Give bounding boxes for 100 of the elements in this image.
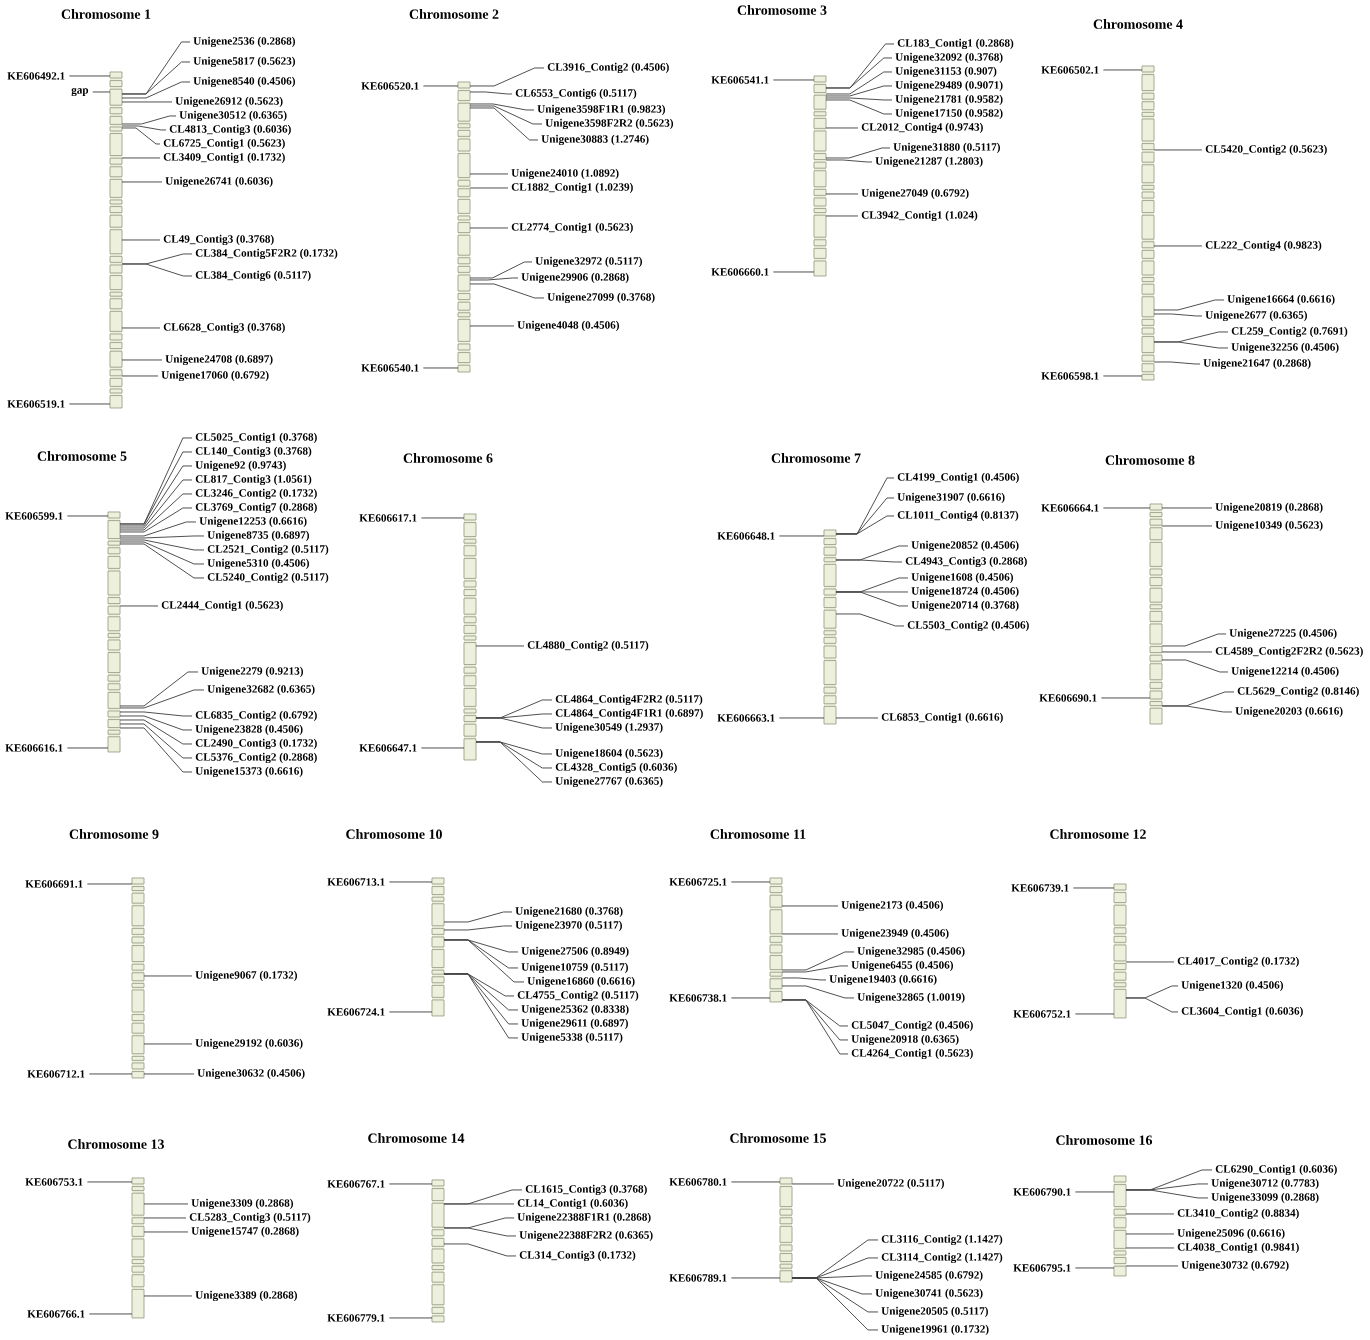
leader-line <box>835 613 905 627</box>
leader-line <box>825 159 873 163</box>
leader-line <box>119 507 193 533</box>
leader-line <box>86 1181 133 1183</box>
leader-line <box>1125 1265 1179 1267</box>
leader-line <box>88 1313 133 1315</box>
leader-line <box>143 1073 195 1075</box>
leader-line <box>730 1181 781 1183</box>
leader-line <box>119 535 205 539</box>
leader-line <box>121 263 193 277</box>
leader-line <box>1074 1267 1115 1269</box>
leader-line <box>119 521 197 537</box>
leader-line <box>420 747 465 749</box>
leader-line <box>469 105 543 125</box>
leader-line <box>119 479 193 529</box>
leader-line <box>443 911 513 923</box>
leader-line <box>119 723 193 759</box>
leader-line <box>781 905 839 907</box>
leader-line <box>143 975 193 977</box>
leader-line <box>469 261 533 279</box>
leader-line <box>143 1217 187 1219</box>
leader-line <box>121 359 163 361</box>
leader-line <box>1161 705 1233 713</box>
leader-line <box>1153 149 1203 151</box>
leader-line <box>1102 375 1143 377</box>
leader-line <box>119 671 199 707</box>
chromosome-bar <box>109 71 123 409</box>
leader-line <box>1102 69 1143 71</box>
leader-line <box>1153 245 1203 247</box>
leader-line <box>1074 1191 1115 1193</box>
leader-line <box>469 103 535 111</box>
leader-line <box>121 101 173 103</box>
leader-line <box>68 403 111 405</box>
leader-line <box>121 181 163 183</box>
leader-line <box>121 115 177 125</box>
leader-line <box>825 147 891 159</box>
chromosome-bar <box>457 81 471 373</box>
leader-line <box>1125 1213 1175 1215</box>
leader-line <box>66 747 109 749</box>
leader-line <box>121 81 191 99</box>
chromosome-bar <box>823 529 837 725</box>
leader-line <box>119 541 205 565</box>
leader-line <box>388 1011 433 1013</box>
leader-line <box>121 327 161 329</box>
leader-line <box>469 107 539 141</box>
leader-line <box>420 517 465 519</box>
leader-line <box>1072 887 1115 889</box>
leader-line <box>825 71 893 95</box>
leader-line <box>469 283 545 299</box>
leader-line <box>1125 1189 1209 1199</box>
leader-line <box>835 559 903 563</box>
leader-line <box>143 1043 193 1045</box>
leader-line <box>791 1277 879 1331</box>
leader-line <box>443 1227 517 1237</box>
leader-line <box>469 67 545 87</box>
leader-line <box>835 591 909 607</box>
leader-line <box>825 215 859 217</box>
leader-line <box>86 883 133 885</box>
leader-line <box>143 1295 193 1297</box>
leader-line <box>1161 507 1213 509</box>
leader-line <box>121 125 167 131</box>
leader-line <box>781 965 849 973</box>
leader-line <box>119 605 159 607</box>
leader-line <box>1125 1233 1175 1235</box>
leader-line <box>66 515 109 517</box>
leader-line <box>825 57 893 89</box>
leader-line <box>772 79 815 81</box>
leader-line <box>778 535 825 537</box>
leader-line <box>781 999 849 1055</box>
leader-line <box>469 187 509 189</box>
leader-line <box>143 1231 189 1233</box>
leader-line <box>772 271 815 273</box>
leader-line <box>388 1317 433 1319</box>
leader-line <box>443 973 519 1039</box>
leader-line <box>119 719 193 745</box>
leader-line <box>781 977 827 981</box>
leader-line <box>778 717 825 719</box>
leader-line <box>1153 361 1201 365</box>
leader-line <box>443 939 525 983</box>
leader-line <box>469 325 515 327</box>
leader-line <box>825 193 859 195</box>
leader-line <box>825 97 893 101</box>
leader-line <box>422 367 459 369</box>
leader-line <box>1125 1247 1175 1249</box>
leader-line <box>1102 507 1151 509</box>
leader-line <box>791 1183 835 1185</box>
leader-line <box>469 173 509 175</box>
leader-line <box>781 951 855 971</box>
leader-line <box>119 715 193 731</box>
leader-line <box>1100 697 1151 699</box>
leader-line <box>119 727 193 773</box>
leader-line <box>388 1183 433 1185</box>
leader-line <box>121 375 159 377</box>
leader-line <box>443 925 513 931</box>
leader-line <box>1161 651 1213 653</box>
leader-line <box>730 997 771 999</box>
leader-line <box>1153 341 1229 349</box>
leader-line <box>469 227 509 229</box>
leader-line <box>1161 525 1213 527</box>
leader-line <box>443 1243 517 1257</box>
